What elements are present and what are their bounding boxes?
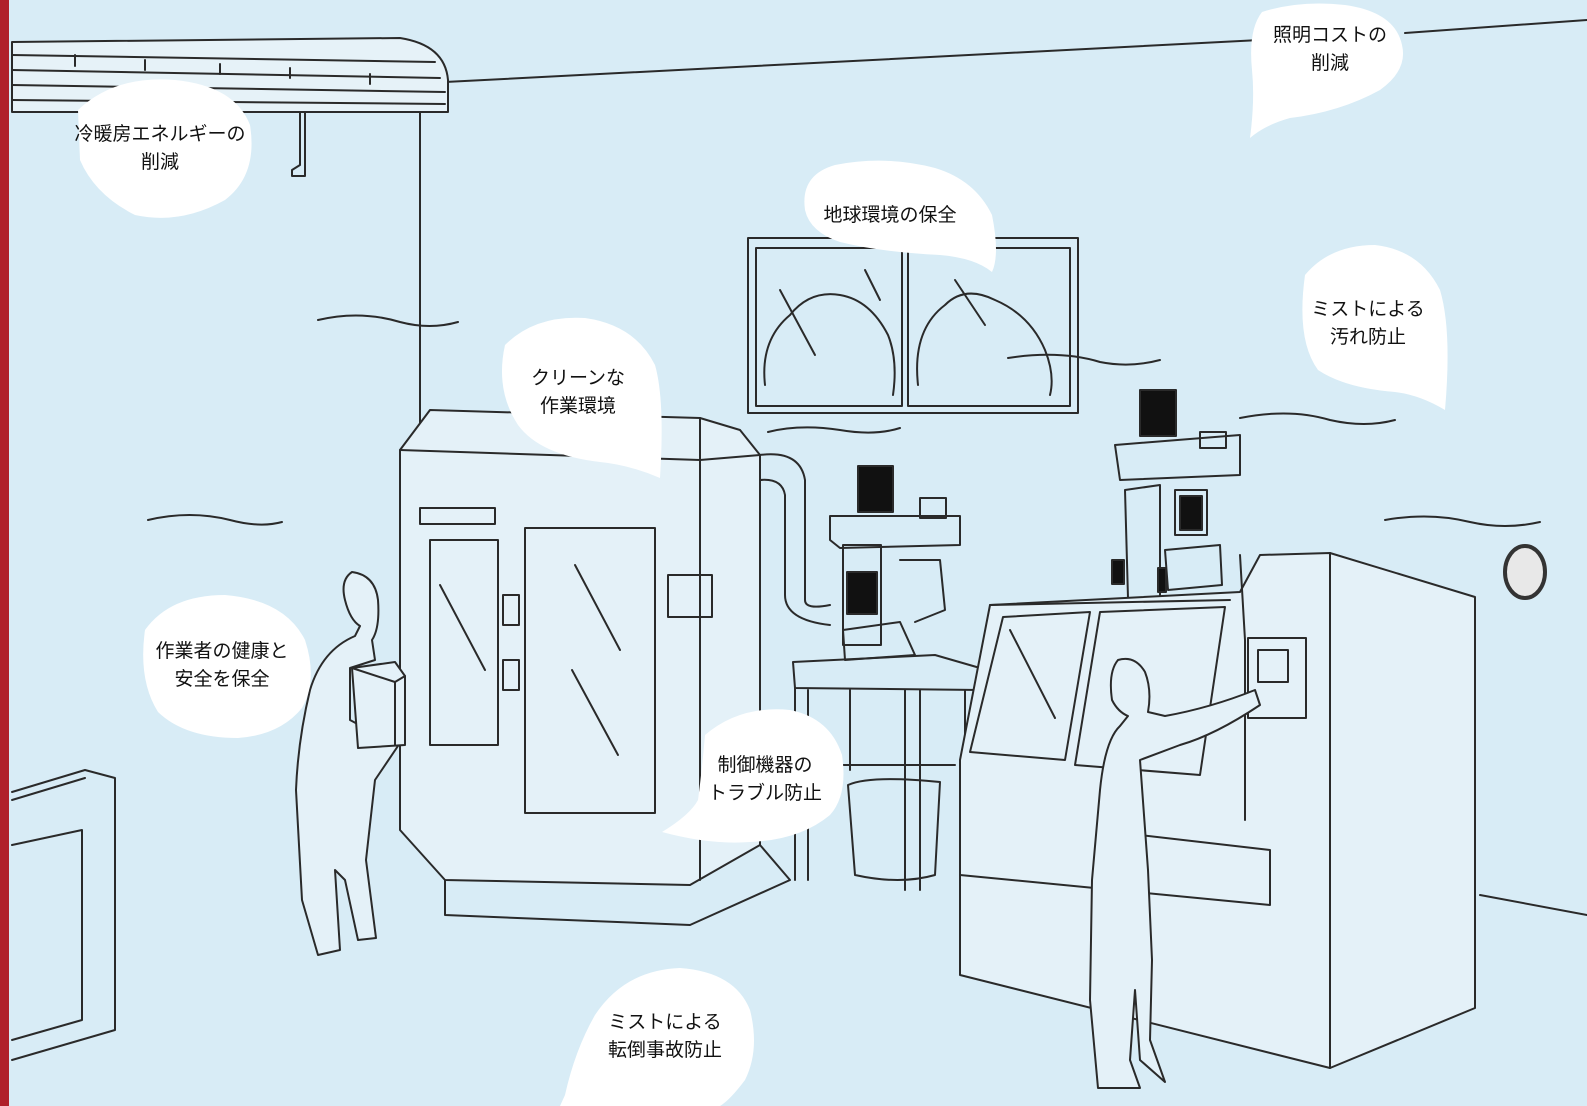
callout-hvac-line2: 削減 [140,151,180,173]
callout-clean: クリーンな 作業環境 [531,364,625,420]
mist-collector-2 [1111,389,1241,601]
callout-hvac-line1: 冷暖房エネルギーの [74,123,246,145]
callout-stain-line2: 汚れ防止 [1329,326,1406,348]
callout-stain: ミストによる 汚れ防止 [1311,295,1424,351]
bubble-control [662,709,844,843]
bubble-slip [560,968,754,1106]
machining-center-right [959,552,1476,1069]
callout-clean-line2: 作業環境 [539,395,616,417]
callout-worker-line1: 作業者の健康と [155,640,289,662]
bubble-worker [143,595,311,738]
callout-control-line2: トラブル防止 [707,782,823,804]
left-bench [11,769,116,1061]
door-knob [1503,544,1547,600]
callout-lighting-line1: 照明コストの [1272,24,1388,46]
callout-worker: 作業者の健康と 安全を保全 [155,637,288,693]
worker-left [295,571,406,956]
window [747,237,1079,414]
mist-lines [147,314,1541,527]
bubble-environment [804,160,996,272]
callout-slip: ミストによる 転倒事故防止 [608,1008,722,1064]
bubble-lighting [1250,3,1404,138]
callout-control: 制御機器の トラブル防止 [708,751,822,807]
bubble-clean [501,317,662,478]
callout-hvac: 冷暖房エネルギーの 削減 [74,120,245,176]
room-walls [419,19,1587,916]
callout-bubbles [78,3,1448,1106]
bubble-stain [1302,245,1448,410]
callout-slip-line2: 転倒事故防止 [607,1039,723,1061]
callout-worker-line2: 安全を保全 [174,668,270,690]
exhaust-duct [759,453,831,626]
callout-stain-line1: ミストによる [1311,298,1425,320]
callout-lighting-line2: 削減 [1310,52,1350,74]
bubble-hvac [78,79,252,218]
mist-collector-1 [829,465,961,661]
callout-clean-line1: クリーンな [530,367,626,389]
callout-environment: 地球環境の保全 [823,201,956,229]
machining-center-left [399,409,791,926]
page-edge-bar [0,0,9,1106]
callout-lighting: 照明コストの 削減 [1273,21,1387,77]
callout-environment-line1: 地球環境の保全 [823,204,957,226]
worker-right [1089,657,1261,1089]
callout-control-line1: 制御機器の [717,754,813,776]
callout-slip-line1: ミストによる [608,1011,722,1033]
